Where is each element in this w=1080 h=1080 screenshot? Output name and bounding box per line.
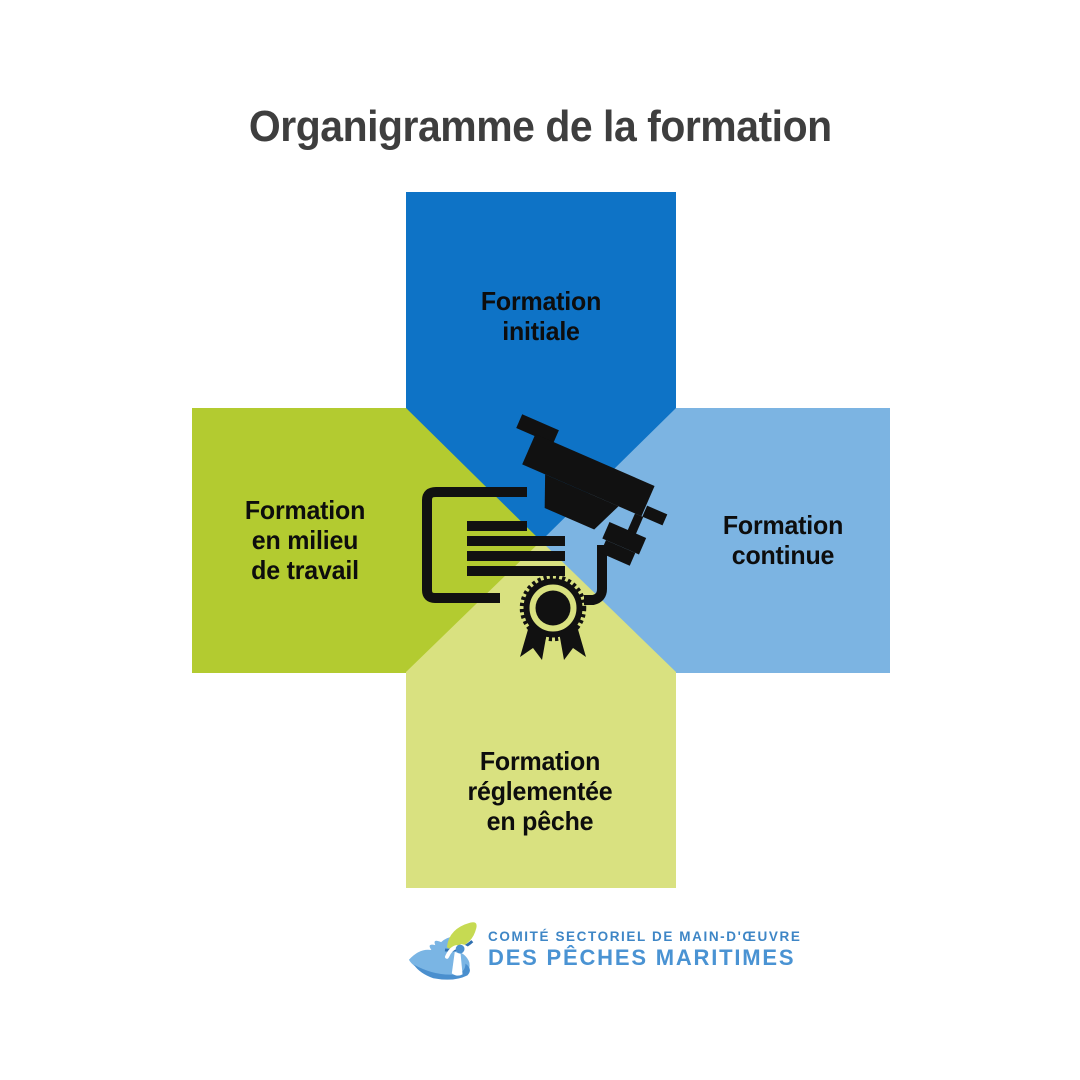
graduation-cap-icon: [516, 414, 668, 566]
arrow-right-block: [541, 408, 890, 673]
label-formation-initiale: Formation initiale: [480, 286, 602, 346]
arrow-top-block: [406, 192, 676, 541]
arrow-left-block: [192, 408, 541, 673]
label-formation-reglementee: Formation réglementée en pêche: [467, 746, 613, 836]
page-title: Organigramme de la formation: [0, 101, 1080, 153]
certificate-line-4: [467, 566, 565, 576]
certificate-line-3: [467, 551, 565, 561]
label-formation-milieu-travail: Formation en milieu de travail: [244, 495, 366, 585]
seal-rosette-icon: [519, 574, 587, 660]
page-title-text: Organigramme de la formation: [248, 102, 832, 151]
logo-line-2: DES PÊCHES MARITIMES: [488, 945, 796, 970]
organization-logo: COMITÉ SECTORIEL DE MAIN-D'ŒUVRE DES PÊC…: [406, 918, 801, 980]
certificate-line-2: [467, 536, 565, 546]
certificate-icon: [422, 487, 607, 605]
certificate-line-1: [467, 521, 527, 531]
arrow-bottom-block: [406, 541, 676, 888]
logo-line-1: COMITÉ SECTORIEL DE MAIN-D'ŒUVRE: [488, 929, 802, 944]
label-formation-continue: Formation continue: [722, 510, 844, 570]
fish-wave-person-icon: [408, 922, 477, 980]
logo-text: COMITÉ SECTORIEL DE MAIN-D'ŒUVRE DES PÊC…: [488, 918, 801, 971]
